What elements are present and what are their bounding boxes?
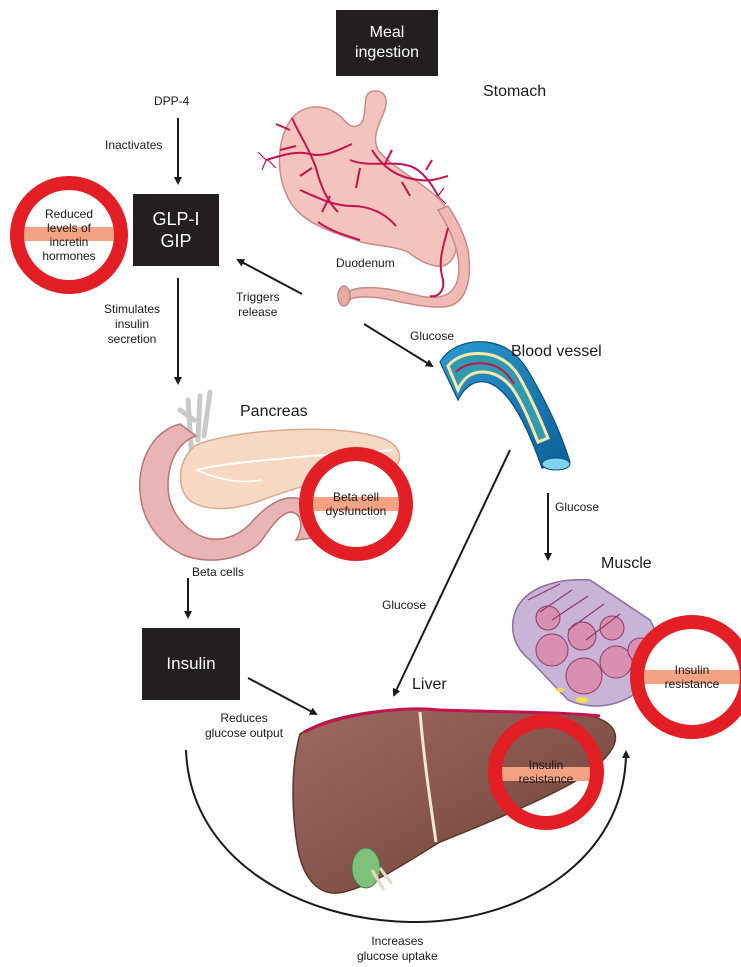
beta-cells-label: Beta cells xyxy=(192,565,244,580)
triggers-release-label: Triggers release xyxy=(236,290,280,320)
beta-cell-defect-text: Beta cell dysfunction xyxy=(298,446,414,562)
arrow-insulin-to-liver xyxy=(248,678,316,714)
muscle-insulin-resistance-text: Insulin resistance xyxy=(630,612,741,742)
glucose-to-muscle-label: Glucose xyxy=(555,500,599,515)
stomach-illustration xyxy=(258,91,469,307)
meal-ingestion-box: Meal ingestion xyxy=(336,10,438,76)
beta-cell-defect-sign: Beta cell dysfunction xyxy=(298,446,414,562)
pancreas-label: Pancreas xyxy=(240,403,308,421)
liver-insulin-resistance-text: Insulin resistance xyxy=(486,712,606,832)
glp-gip-box: GLP-I GIP xyxy=(133,194,219,266)
dpp4-label: DPP-4 xyxy=(154,94,189,109)
reduces-glucose-output-label: Reduces glucose output xyxy=(205,711,283,741)
liver-insulin-resistance-sign: Insulin resistance xyxy=(486,712,606,832)
stimulates-insulin-label: Stimulates insulin secretion xyxy=(104,302,160,347)
duodenum-label: Duodenum xyxy=(336,256,395,271)
arrow-triggers-release xyxy=(238,260,302,294)
blood-vessel-label: Blood vessel xyxy=(511,343,602,361)
muscle-label: Muscle xyxy=(601,555,652,573)
insulin-box: Insulin xyxy=(142,628,240,700)
incretin-defect-text: Reduced levels of incretin hormones xyxy=(8,174,130,296)
muscle-insulin-resistance-sign: Insulin resistance xyxy=(630,612,741,742)
inactivates-label: Inactivates xyxy=(105,138,162,153)
incretin-defect-sign: Reduced levels of incretin hormones xyxy=(8,174,130,296)
glucose-to-vessel-label: Glucose xyxy=(410,329,454,344)
increases-glucose-uptake-label: Increases glucose uptake xyxy=(357,934,438,964)
stomach-label: Stomach xyxy=(483,83,546,101)
glucose-to-liver-label: Glucose xyxy=(382,598,426,613)
liver-label: Liver xyxy=(412,676,447,694)
